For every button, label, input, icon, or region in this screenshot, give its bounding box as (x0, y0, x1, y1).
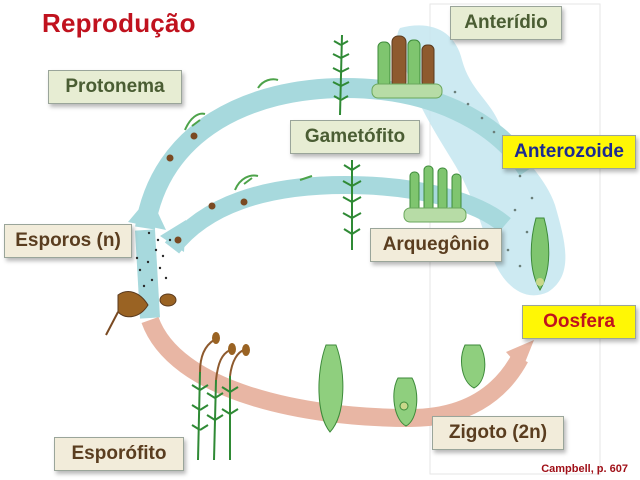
label-esporofito: Esporófito (54, 437, 184, 471)
label-esporos: Esporos (n) (4, 224, 132, 258)
source-credit: Campbell, p. 607 (541, 463, 628, 475)
inner-cycle-arrow (164, 175, 511, 254)
outer-cycle-arrow (135, 77, 537, 230)
diploid-arrowhead (506, 340, 534, 370)
left-cycle-segment (135, 229, 160, 319)
outer-arrowhead (128, 196, 166, 230)
spore-capsule (105, 291, 177, 336)
sporophyte-plants (191, 371, 239, 461)
inner-arrowhead (160, 220, 186, 252)
label-protonema: Protonema (48, 70, 182, 104)
zygote-forms (318, 344, 486, 433)
archegonium-cluster (403, 165, 467, 223)
antheridium-cluster (371, 35, 443, 99)
diploid-cycle-arrow (141, 316, 528, 428)
sporophyte-capsules (212, 332, 250, 356)
label-anterozoide: Anterozoide (502, 135, 636, 169)
label-gametofito: Gametófito (290, 120, 420, 154)
page-title: Reprodução (42, 8, 196, 38)
label-anteridio: Anterídio (450, 6, 562, 40)
egg-archegonium (530, 217, 550, 291)
label-oosfera: Oosfera (522, 305, 636, 339)
gametophyte-inner (342, 160, 362, 250)
label-zigoto: Zigoto (2n) (432, 416, 564, 450)
label-arquegonio: Arquegônio (370, 228, 502, 262)
gametophyte-top (332, 34, 350, 116)
spore-cloud (135, 231, 172, 288)
sperm-trail (453, 90, 534, 268)
protonema-spores (166, 132, 248, 244)
protonema-sprigs (184, 78, 313, 191)
